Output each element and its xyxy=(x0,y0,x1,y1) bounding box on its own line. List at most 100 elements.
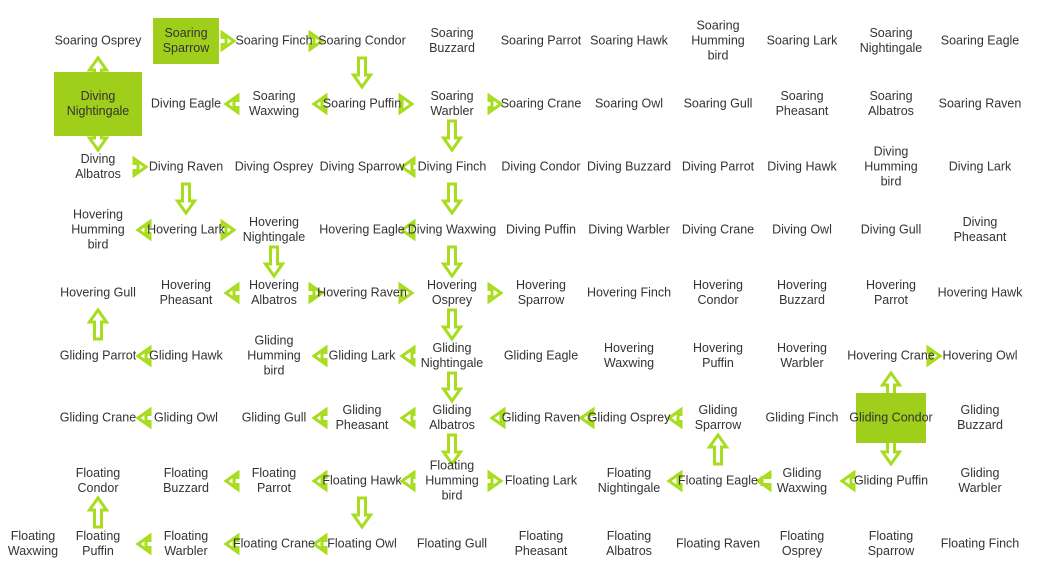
arrow-gliding-waxwing-to-floating-eagle xyxy=(755,469,772,493)
node-soaring-parrot: Soaring Parrot xyxy=(500,33,582,48)
node-floating-humming-bird: Floating Humming bird xyxy=(425,458,479,503)
node-soaring-gull: Soaring Gull xyxy=(683,96,753,111)
node-hovering-finch: Hovering Finch xyxy=(586,285,672,300)
node-gliding-puffin: Gliding Puffin xyxy=(853,473,929,488)
arrow-floating-hawk-to-floating-owl xyxy=(350,496,374,530)
arrow-soaring-condor-to-soaring-puffin xyxy=(350,56,374,90)
node-hovering-humming-bird: Hovering Humming bird xyxy=(71,207,125,252)
node-soaring-finch: Soaring Finch xyxy=(235,33,313,48)
node-floating-finch: Floating Finch xyxy=(940,536,1020,551)
node-floating-puffin: Floating Puffin xyxy=(75,529,121,558)
node-hovering-sparrow: Hovering Sparrow xyxy=(515,278,567,307)
arrow-gliding-osprey-to-gliding-raven xyxy=(578,406,595,430)
node-floating-buzzard: Floating Buzzard xyxy=(163,466,209,495)
node-floating-gull: Floating Gull xyxy=(416,536,488,551)
node-hovering-gull: Hovering Gull xyxy=(60,285,136,300)
node-gliding-nightingale: Gliding Nightingale xyxy=(420,341,484,370)
node-gliding-gull: Gliding Gull xyxy=(241,410,307,425)
node-hovering-crane: Hovering Crane xyxy=(847,348,935,363)
node-hovering-owl: Hovering Owl xyxy=(942,348,1018,363)
node-gliding-parrot: Gliding Parrot xyxy=(59,348,137,363)
node-gliding-waxwing: Gliding Waxwing xyxy=(776,466,828,495)
node-gliding-finch: Gliding Finch xyxy=(765,410,839,425)
node-gliding-albatros: Gliding Albatros xyxy=(429,403,475,432)
arrow-hovering-nightingale-to-hovering-albatros xyxy=(262,245,286,279)
node-hovering-warbler: Hovering Warbler xyxy=(776,341,828,370)
arrow-soaring-finch-to-soaring-condor xyxy=(308,29,325,53)
node-hovering-buzzard: Hovering Buzzard xyxy=(776,278,828,307)
node-gliding-lark: Gliding Lark xyxy=(328,348,396,363)
node-soaring-buzzard: Soaring Buzzard xyxy=(429,26,475,55)
node-diving-puffin: Diving Puffin xyxy=(506,222,576,237)
node-hovering-osprey: Hovering Osprey xyxy=(426,278,478,307)
node-soaring-condor: Soaring Condor xyxy=(318,33,406,48)
node-floating-waxwing: Floating Waxwing xyxy=(7,529,59,558)
arrow-floating-parrot-to-floating-buzzard xyxy=(223,469,240,493)
node-gliding-buzzard: Gliding Buzzard xyxy=(957,403,1003,432)
node-hovering-nightingale: Hovering Nightingale xyxy=(242,215,306,244)
node-hovering-lark: Hovering Lark xyxy=(147,222,225,237)
arrow-hovering-albatros-to-hovering-pheasant xyxy=(223,281,240,305)
arrow-diving-raven-to-hovering-lark xyxy=(174,182,198,216)
node-gliding-osprey: Gliding Osprey xyxy=(587,410,671,425)
arrow-soaring-puffin-to-soaring-warbler xyxy=(398,92,415,116)
arrow-gliding-puffin-to-gliding-waxwing xyxy=(839,469,856,493)
node-gliding-eagle: Gliding Eagle xyxy=(503,348,579,363)
node-gliding-raven: Gliding Raven xyxy=(501,410,581,425)
arrow-gliding-sparrow-to-gliding-osprey xyxy=(666,406,683,430)
node-soaring-eagle: Soaring Eagle xyxy=(940,33,1020,48)
node-floating-parrot: Floating Parrot xyxy=(251,466,297,495)
node-soaring-raven: Soaring Raven xyxy=(938,96,1022,111)
arrow-diving-waxwing-to-hovering-osprey xyxy=(440,245,464,279)
arrow-hovering-lark-to-hovering-humming-bird xyxy=(135,218,152,242)
node-gliding-owl: Gliding Owl xyxy=(154,410,218,425)
highlight-box-gliding-condor xyxy=(856,393,926,443)
arrow-hovering-osprey-to-hovering-sparrow xyxy=(487,281,504,305)
node-soaring-sparrow: Soaring Sparrow xyxy=(162,26,210,55)
node-hovering-pheasant: Hovering Pheasant xyxy=(159,278,213,307)
node-floating-pheasant: Floating Pheasant xyxy=(514,529,568,558)
node-floating-condor: Floating Condor xyxy=(75,466,121,495)
arrow-gliding-owl-to-gliding-crane xyxy=(135,406,152,430)
node-diving-gull: Diving Gull xyxy=(860,222,922,237)
arrow-gliding-albatros-to-gliding-pheasant xyxy=(399,406,416,430)
node-diving-owl: Diving Owl xyxy=(772,222,832,237)
arrow-floating-owl-to-floating-crane xyxy=(311,532,328,556)
node-diving-humming-bird: Diving Humming bird xyxy=(864,144,918,189)
node-floating-eagle: Floating Eagle xyxy=(678,473,758,488)
node-soaring-waxwing: Soaring Waxwing xyxy=(248,89,300,118)
node-diving-pheasant: Diving Pheasant xyxy=(953,215,1007,244)
node-hovering-puffin: Hovering Puffin xyxy=(692,341,744,370)
node-diving-buzzard: Diving Buzzard xyxy=(586,159,672,174)
arrow-gliding-raven-to-gliding-albatros xyxy=(489,406,506,430)
node-gliding-pheasant: Gliding Pheasant xyxy=(335,403,389,432)
node-hovering-parrot: Hovering Parrot xyxy=(865,278,917,307)
highlight-box-soaring-sparrow xyxy=(153,18,219,64)
node-diving-albatros: Diving Albatros xyxy=(75,152,121,181)
node-diving-condor: Diving Condor xyxy=(501,159,581,174)
arrow-floating-humming-bird-to-floating-hawk xyxy=(399,469,416,493)
highlight-box-diving-nightingale xyxy=(54,72,142,136)
node-hovering-condor: Hovering Condor xyxy=(692,278,744,307)
node-floating-hawk: Floating Hawk xyxy=(322,473,402,488)
node-floating-warbler: Floating Warbler xyxy=(163,529,209,558)
node-diving-osprey: Diving Osprey xyxy=(234,159,314,174)
node-hovering-hawk: Hovering Hawk xyxy=(937,285,1023,300)
node-diving-raven: Diving Raven xyxy=(148,159,224,174)
arrow-floating-eagle-to-gliding-sparrow xyxy=(706,432,730,466)
node-diving-parrot: Diving Parrot xyxy=(681,159,755,174)
node-floating-crane: Floating Crane xyxy=(233,536,315,551)
node-diving-crane: Diving Crane xyxy=(681,222,755,237)
arrow-floating-puffin-to-floating-condor xyxy=(86,495,110,529)
arrow-soaring-warbler-to-diving-finch xyxy=(440,119,464,153)
node-diving-waxwing: Diving Waxwing xyxy=(407,222,497,237)
arrow-floating-crane-to-floating-warbler xyxy=(223,532,240,556)
node-soaring-crane: Soaring Crane xyxy=(500,96,582,111)
arrow-gliding-albatros-to-floating-humming-bird xyxy=(440,433,464,467)
node-floating-albatros: Floating Albatros xyxy=(606,529,652,558)
arrow-floating-eagle-to-floating-nightingale xyxy=(666,469,683,493)
arrow-diving-waxwing-to-hovering-eagle xyxy=(399,218,416,242)
node-gliding-sparrow: Gliding Sparrow xyxy=(694,403,742,432)
arrow-diving-albatros-to-diving-raven xyxy=(132,155,149,179)
